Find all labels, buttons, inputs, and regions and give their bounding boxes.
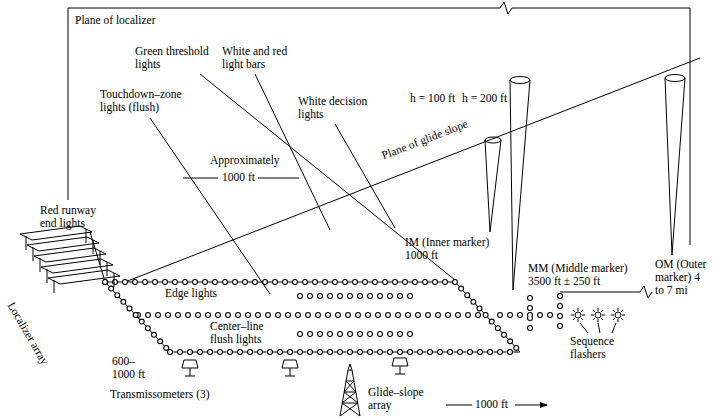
label: h = 200 ft: [462, 92, 507, 105]
localizer-plane: [560, 286, 652, 298]
label: Transmissometers (3): [110, 388, 210, 401]
label: IM (Inner marker) 1000 ft: [405, 236, 495, 262]
label: Touchdown–zone lights (flush): [100, 88, 195, 114]
end-lights: [105, 282, 520, 352]
label: Green threshold lights: [135, 45, 225, 71]
label: Localizer array: [5, 300, 51, 367]
marker-beam: [485, 75, 685, 291]
dimension-arrow: [183, 178, 547, 405]
glide-slope-plane: [125, 58, 700, 282]
end-lights: [105, 282, 520, 352]
runway-lights: [105, 282, 560, 352]
label: Plane of glide slope: [380, 117, 470, 162]
leader-line: [90, 74, 455, 294]
label: Red runway end lights: [40, 204, 115, 230]
label: 600– 1000 ft: [112, 355, 160, 381]
label: Center–line flush lights: [210, 320, 285, 346]
label: 1000 ft: [475, 398, 508, 411]
label: h = 100 ft: [410, 92, 455, 105]
glide-slope-tower: [340, 364, 360, 416]
label: Approximately: [210, 154, 280, 167]
localizer-array: [20, 226, 120, 293]
label: Glide–slope array: [368, 386, 430, 412]
label: White and red light bars: [222, 45, 307, 71]
label: MM (Middle marker) 3500 ft ± 250 ft: [528, 262, 643, 288]
transmissometer: [182, 358, 408, 376]
label: Edge lights: [165, 287, 217, 300]
label: OM (Outer marker) 4 to 7 mi: [655, 258, 709, 297]
label: Sequence flashers: [570, 335, 650, 361]
label: Plane of localizer: [75, 14, 155, 27]
label: 1000 ft: [222, 171, 255, 184]
leader-line: [580, 323, 616, 333]
label: White decision lights: [298, 95, 378, 121]
runway-lights: [105, 282, 560, 352]
localizer-plane: [68, 2, 690, 245]
sequence-flasher: [571, 308, 625, 322]
